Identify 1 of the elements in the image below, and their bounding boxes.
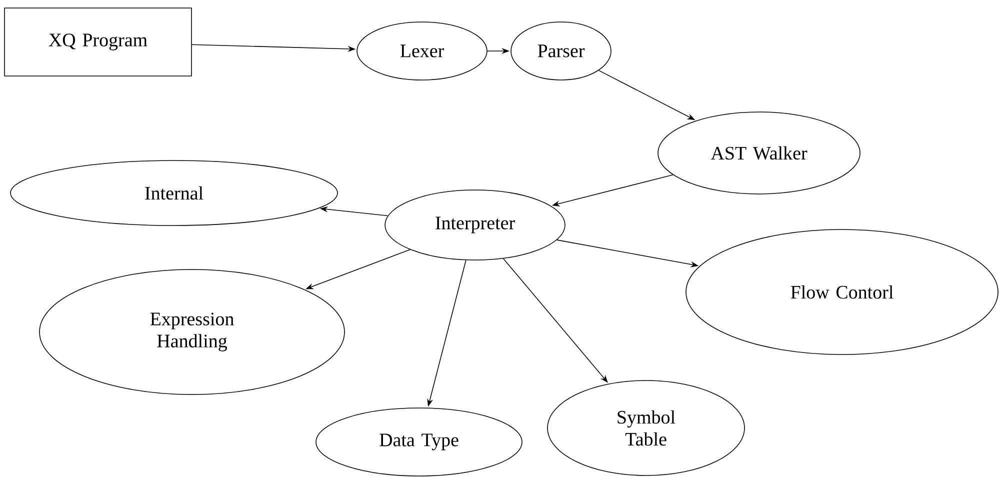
process-box: XQ Program <box>4 8 192 76</box>
